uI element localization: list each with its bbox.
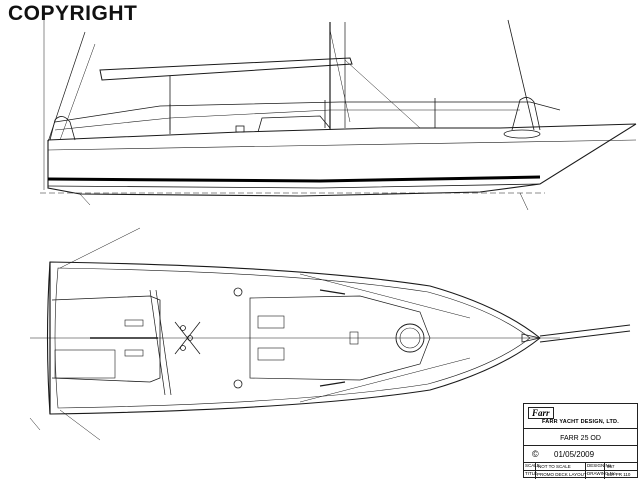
winch-stbd (233, 379, 243, 389)
forward-hatch (395, 323, 425, 353)
winch-port (233, 287, 243, 297)
cabin-top (249, 295, 431, 381)
deck-line (47, 123, 637, 141)
drawing-no-label: DRAWING No. (587, 471, 617, 476)
lifeline (54, 101, 561, 123)
bowsprit-fitting (503, 129, 541, 139)
scale-value: NOT TO SCALE (538, 464, 571, 469)
drawing-date: 01/05/2009 (554, 450, 595, 459)
drawing-no-value: 867 PR 110 (607, 472, 631, 477)
title-block: Farr FARR YACHT DESIGN, LTD. FARR 25 OD … (523, 403, 638, 479)
boot-stripe (47, 175, 541, 183)
copyright-watermark: COPYRIGHT (8, 2, 138, 25)
bowsprit (539, 324, 631, 337)
design-no-label: DESIGN No. (587, 463, 613, 468)
plan-view (29, 227, 631, 441)
cockpit (51, 295, 161, 383)
hull-profile (47, 123, 637, 197)
title-label: TITLE (525, 471, 538, 476)
project-name: FARR 25 OD (560, 435, 601, 442)
side-elevation (40, 19, 637, 211)
company-name: FARR YACHT DESIGN, LTD. (542, 419, 619, 425)
boom (99, 57, 353, 81)
title-value: PROMO DECK LAYOUT (537, 472, 587, 477)
bow-pulpit (511, 97, 541, 131)
company-logo: Farr (528, 407, 554, 419)
scale-label: SCALE (525, 463, 540, 468)
forestay (507, 19, 535, 131)
copyright-symbol: © (532, 449, 539, 459)
design-no-value: 867 (607, 464, 615, 469)
stern-pulpit (49, 116, 76, 141)
bow-fitting (521, 333, 541, 343)
